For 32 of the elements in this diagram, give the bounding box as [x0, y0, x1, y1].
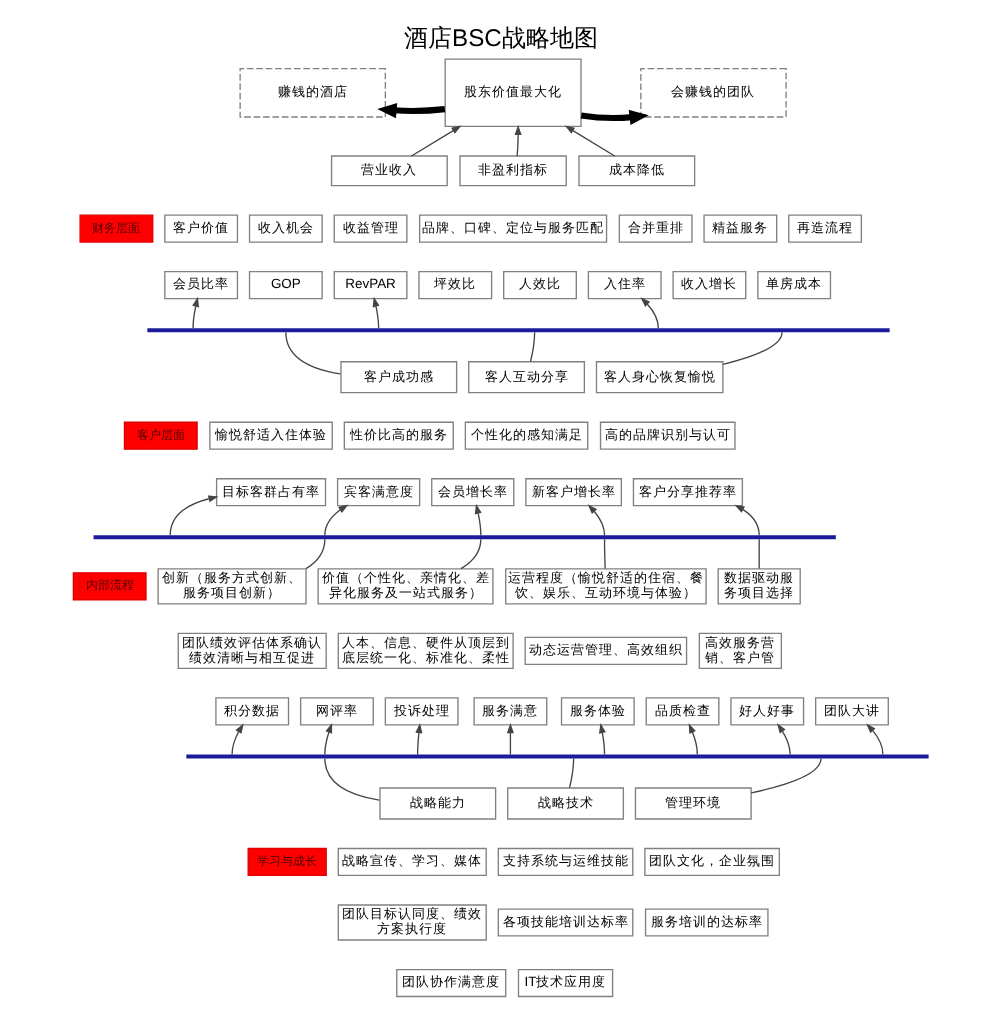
arrow: [505, 723, 513, 756]
arrow: [168, 495, 218, 536]
arrow: [323, 722, 332, 756]
connector: [721, 331, 782, 365]
arrow: [687, 723, 697, 756]
connector: [284, 331, 340, 375]
connector: [304, 538, 325, 570]
arrow: [414, 723, 422, 756]
arrow: [323, 504, 348, 536]
connector: [602, 538, 605, 570]
arrow: [733, 504, 759, 536]
arrow: [776, 723, 790, 756]
arrow: [409, 125, 461, 157]
arrow: [563, 125, 615, 157]
arrow: [639, 297, 658, 329]
arrow: [371, 296, 379, 329]
arrow: [597, 723, 605, 756]
arrow: [473, 503, 481, 536]
connector: [459, 538, 481, 570]
connector: [757, 538, 759, 570]
arrow: [579, 109, 648, 125]
arrow: [865, 723, 883, 756]
connector: [323, 757, 379, 801]
connector: [749, 757, 821, 794]
arrow: [376, 102, 445, 119]
diagram-title: 酒店BSC战略地图: [403, 24, 597, 53]
connector: [567, 757, 574, 789]
arrow: [586, 504, 605, 536]
arrow: [230, 723, 243, 756]
arrow: [191, 296, 199, 329]
connector: [528, 331, 535, 363]
arrow: [513, 124, 521, 157]
